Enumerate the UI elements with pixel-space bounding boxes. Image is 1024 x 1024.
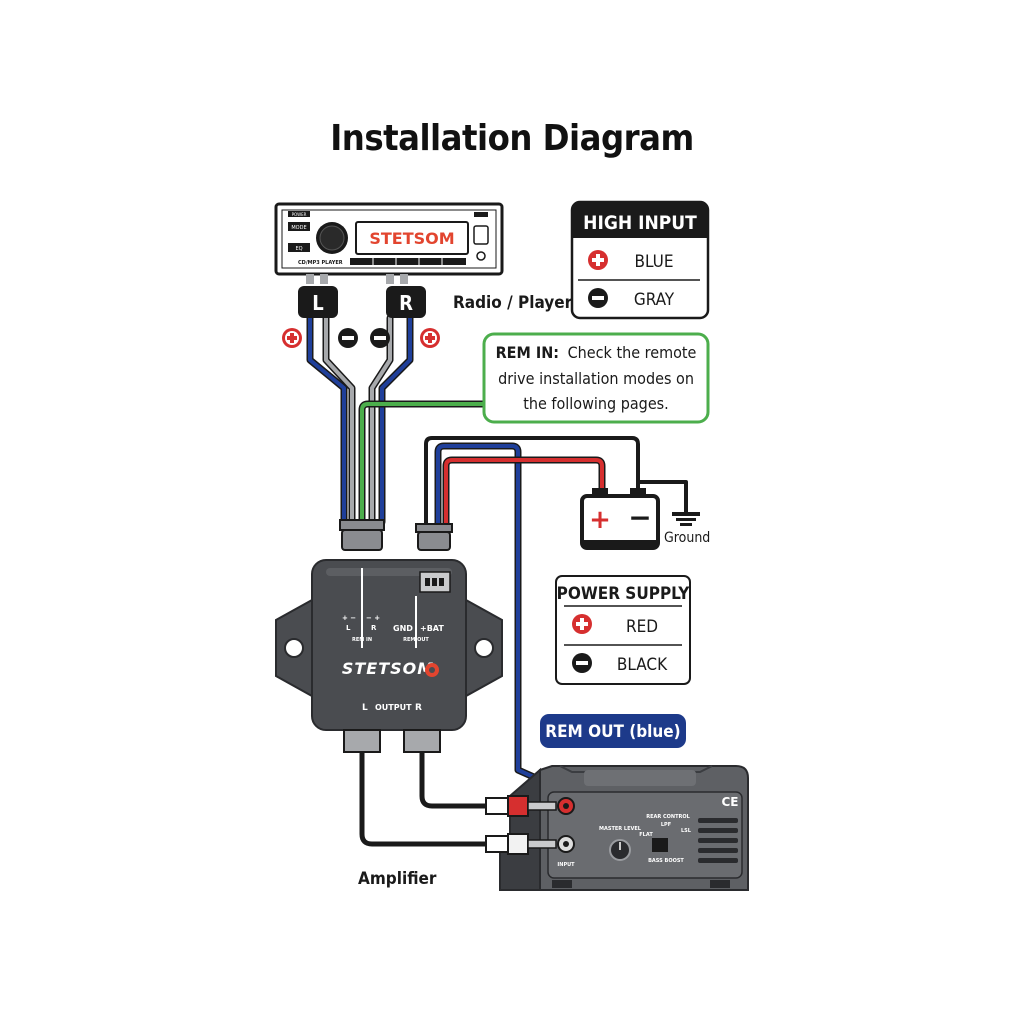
right-channel-tag: R bbox=[386, 286, 426, 318]
rca-cable-right bbox=[419, 749, 495, 809]
amplifier: CE INPUT MASTER LEVEL REAR CONTROL LPF F… bbox=[499, 765, 749, 891]
converter-brand: STETSOM bbox=[342, 659, 434, 678]
high-input-title: HIGH INPUT bbox=[583, 212, 697, 234]
converter-in-left: L bbox=[346, 624, 351, 632]
plus-icon bbox=[572, 614, 592, 634]
wiring bbox=[306, 314, 688, 847]
radio-display-text: STETSOM bbox=[369, 229, 454, 248]
converter-rem-out: REM OUT bbox=[403, 637, 429, 643]
radio-display bbox=[355, 221, 469, 255]
rem-out-badge-text: REM OUT (blue) bbox=[545, 722, 680, 742]
amp-rear-control-label: REAR CONTROL bbox=[646, 814, 690, 820]
rca-plug-white bbox=[485, 833, 557, 855]
wire-right-negative-gray bbox=[370, 316, 392, 524]
high-input-minus-color: GRAY bbox=[634, 290, 675, 310]
amp-vents bbox=[698, 818, 738, 863]
plus-icon bbox=[588, 250, 608, 270]
mode-button-label: MODE bbox=[291, 225, 306, 231]
aux-port bbox=[476, 251, 486, 261]
amp-flat-label: FLAT bbox=[639, 832, 653, 838]
right-plus-icon bbox=[420, 328, 440, 348]
svg-text:+ −: + − bbox=[342, 614, 356, 622]
minus-icon bbox=[572, 653, 592, 673]
rca-plug-red bbox=[485, 795, 557, 817]
ground-label: Ground bbox=[664, 530, 710, 546]
rem-in-note-line1: Check the remote bbox=[568, 343, 697, 362]
mode-button bbox=[288, 222, 310, 231]
page-title: Installation Diagram bbox=[330, 118, 694, 159]
battery-minus-icon: − bbox=[628, 501, 651, 534]
high-input-legend: HIGH INPUT BLUE GRAY bbox=[570, 200, 710, 320]
amplifier-label: Amplifier bbox=[358, 869, 437, 889]
power-supply-title: POWER SUPPLY bbox=[557, 584, 691, 604]
power-supply-legend: POWER SUPPLY RED BLACK bbox=[555, 575, 691, 685]
input-connector bbox=[339, 519, 385, 551]
amp-lsl-label: LSL bbox=[681, 828, 692, 834]
usb-port bbox=[473, 225, 489, 245]
power-button bbox=[288, 211, 310, 217]
radio-model-text: CD/MP3 PLAYER bbox=[298, 260, 343, 266]
converter-output-label: OUTPUT bbox=[375, 703, 412, 712]
battery: + − bbox=[580, 488, 660, 550]
high-input-plus-color: BLUE bbox=[634, 252, 673, 272]
rca-cable-left bbox=[359, 749, 495, 847]
power-supply-plus-color: RED bbox=[626, 617, 658, 637]
radio-player-label: Radio / Player bbox=[453, 293, 573, 313]
eq-switch bbox=[652, 838, 668, 852]
wire-ground-black bbox=[424, 436, 688, 528]
left-plus-icon bbox=[282, 328, 302, 348]
wire-left-positive-blue bbox=[308, 316, 346, 524]
minus-icon bbox=[588, 288, 608, 308]
rem-in-note-line3: the following pages. bbox=[523, 394, 669, 413]
wire-rem-in-green bbox=[360, 402, 488, 524]
output-jack-right bbox=[403, 729, 441, 753]
wire-power-red bbox=[444, 458, 604, 528]
converter-in-right: R bbox=[371, 624, 377, 632]
output-jack-left bbox=[343, 729, 381, 753]
power-button-label: POWER bbox=[292, 212, 307, 217]
converter-output-right: R bbox=[415, 703, 422, 713]
converter-gnd: GND bbox=[393, 624, 413, 633]
power-connector bbox=[415, 523, 453, 551]
amp-bass-boost-label: BASS BOOST bbox=[648, 858, 684, 864]
right-channel-label: R bbox=[399, 291, 413, 315]
svg-text:− +: − + bbox=[366, 614, 380, 622]
converter-rem-in: REM IN bbox=[352, 637, 372, 643]
wire-rem-out-blue bbox=[436, 444, 538, 780]
left-minus-icon bbox=[338, 328, 358, 348]
battery-plus-icon: + bbox=[589, 505, 611, 535]
left-channel-tag: L bbox=[298, 286, 338, 318]
rem-in-note-bold: REM IN: bbox=[496, 343, 559, 362]
amp-master-level-label: MASTER LEVEL bbox=[599, 826, 642, 832]
wire-left-negative-gray bbox=[324, 316, 354, 524]
ce-mark: CE bbox=[721, 795, 738, 809]
left-channel-label: L bbox=[312, 291, 323, 315]
ground-icon bbox=[672, 506, 700, 526]
eq-button bbox=[288, 243, 310, 252]
amp-lpf-label: LPF bbox=[661, 822, 671, 828]
power-supply-minus-color: BLACK bbox=[617, 655, 668, 675]
preset-buttons bbox=[350, 258, 466, 265]
rem-in-note-line2: drive installation modes on bbox=[498, 369, 694, 388]
converter-output-left: L bbox=[362, 703, 368, 713]
svg-text:REM IN: Check the remo: REM IN: Check the remote bbox=[496, 343, 697, 362]
eq-button-label: EQ bbox=[295, 246, 302, 252]
converter-bat: +BAT bbox=[420, 624, 444, 633]
amp-input-label: INPUT bbox=[557, 862, 575, 868]
rem-out-badge: REM OUT (blue) bbox=[540, 714, 686, 748]
radio-player: POWER MODE EQ STETSOM CD/MP3 PLAYER bbox=[274, 202, 504, 284]
right-minus-icon bbox=[370, 328, 390, 348]
converter-device: + − − + L R REM IN GND +BAT REM OUT STET… bbox=[275, 559, 503, 753]
rem-in-note: REM IN: Check the remote drive installat… bbox=[482, 332, 710, 424]
wire-right-positive-blue bbox=[380, 316, 412, 524]
